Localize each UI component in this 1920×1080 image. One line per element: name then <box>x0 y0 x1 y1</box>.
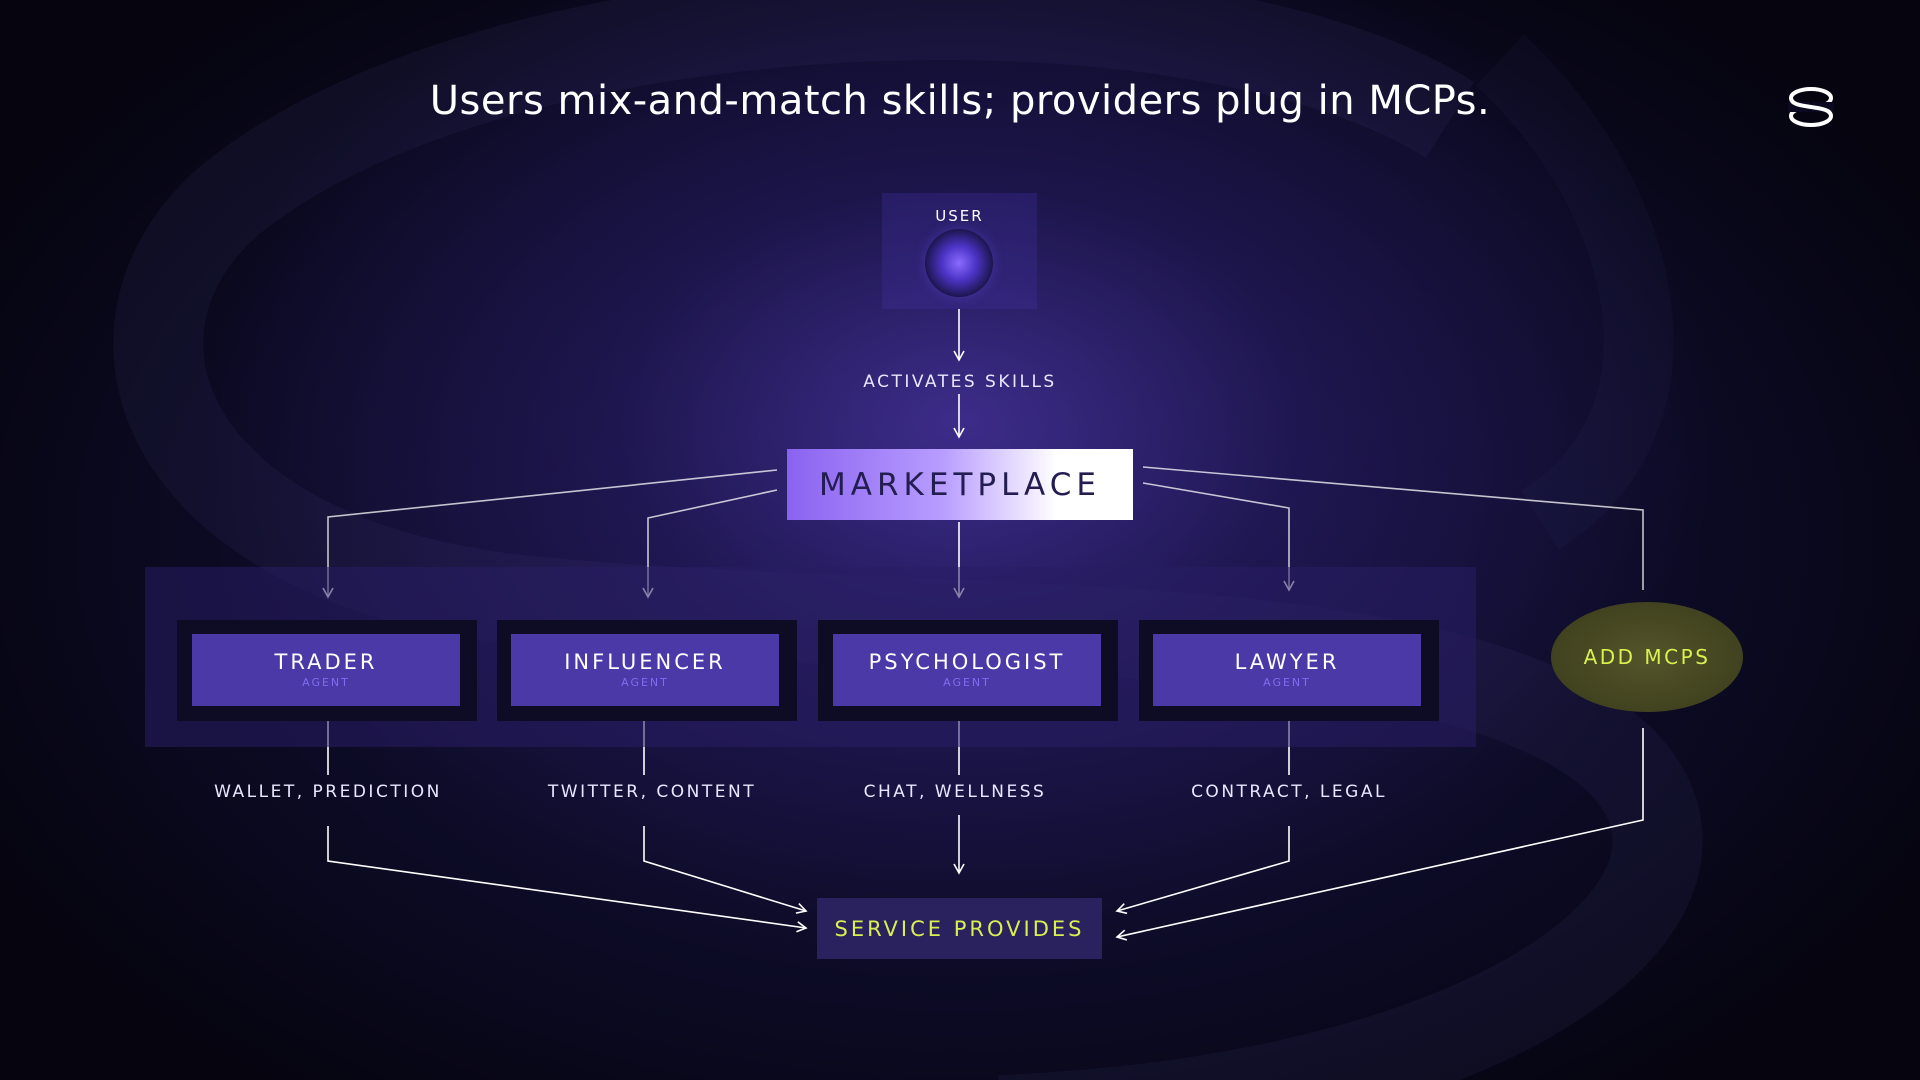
activates-skills-label: ACTIVATES SKILLS <box>863 372 1057 392</box>
skills-label-influencer: TWITTER, CONTENT <box>547 782 757 802</box>
agent-type-label: AGENT <box>302 676 350 689</box>
user-orb-icon <box>925 229 993 297</box>
service-provides-node: SERVICE PROVIDES <box>817 898 1102 959</box>
agent-card-influencer: INFLUENCER AGENT <box>511 634 779 706</box>
user-node: USER <box>882 193 1037 309</box>
marketplace-node: MARKETPLACE <box>787 449 1133 520</box>
edge-influencer-service <box>643 826 808 914</box>
edge-trader-service <box>327 826 808 933</box>
s-logo-icon <box>1788 87 1834 127</box>
agent-type-label: AGENT <box>1263 676 1311 689</box>
agent-name: LAWYER <box>1234 650 1340 674</box>
agent-type-label: AGENT <box>621 676 669 689</box>
page-title: Users mix-and-match skills; providers pl… <box>429 78 1491 124</box>
edge-lawyer-service <box>1115 826 1290 915</box>
agent-name: INFLUENCER <box>564 650 726 674</box>
agent-card-trader: TRADER AGENT <box>192 634 460 706</box>
agent-name: PSYCHOLOGIST <box>868 650 1066 674</box>
add-mcps-node: ADD MCPS <box>1551 602 1743 712</box>
user-label: USER <box>935 207 984 225</box>
edge-marketplace-mcps <box>1142 466 1644 590</box>
skills-label-trader: WALLET, PREDICTION <box>214 782 442 802</box>
skills-label-psychologist: CHAT, WELLNESS <box>863 782 1047 802</box>
agent-type-label: AGENT <box>943 676 991 689</box>
agent-card-lawyer: LAWYER AGENT <box>1153 634 1421 706</box>
agent-name: TRADER <box>274 650 378 674</box>
edge-marketplace-lawyer <box>1142 482 1295 592</box>
agent-card-psychologist: PSYCHOLOGIST AGENT <box>833 634 1101 706</box>
skills-label-lawyer: CONTRACT, LEGAL <box>1191 782 1387 802</box>
edge-mcps-service <box>1115 728 1644 941</box>
